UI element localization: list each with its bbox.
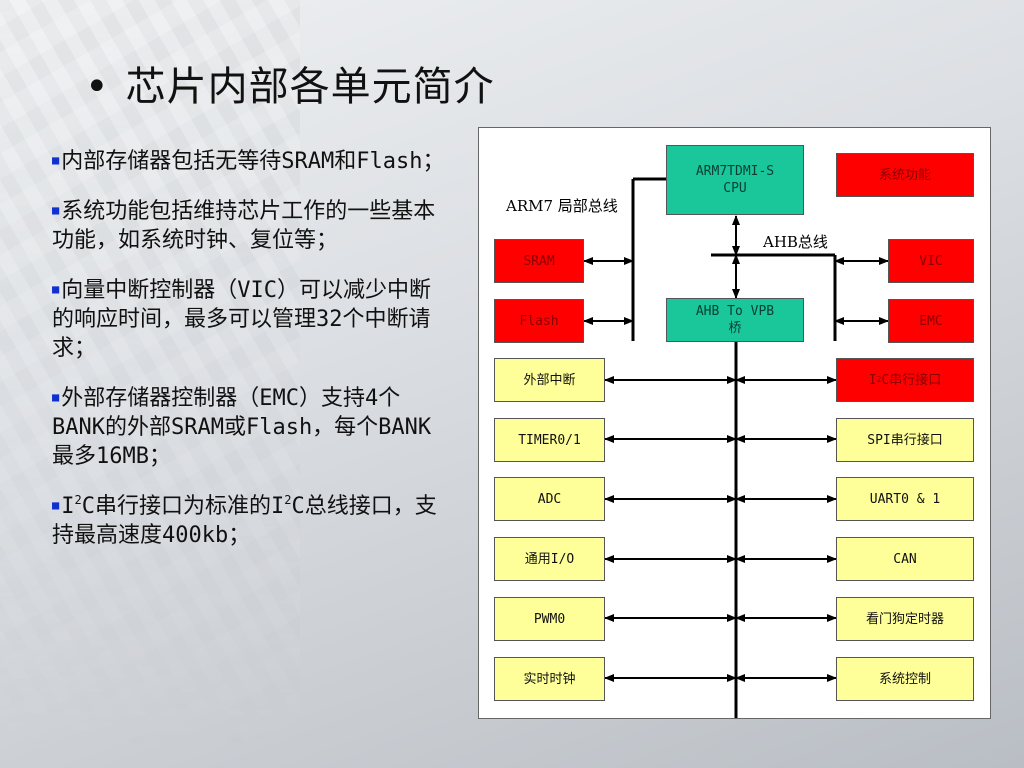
system-functions-block: 系统功能 <box>836 153 974 197</box>
ahb-vpb-bridge-block: AHB To VPB 桥 <box>666 298 804 342</box>
bullet-list: ■内部存储器包括无等待SRAM和Flash； ■系统功能包括维持芯片工作的一些基… <box>52 146 447 570</box>
bullet-text: 内部存储器包括无等待SRAM和Flash； <box>61 149 445 174</box>
bullet-square-icon: ■ <box>52 203 60 217</box>
title-bullet: • <box>85 64 110 110</box>
cpu-block: ARM7TDMI-S CPU <box>666 145 804 215</box>
superscript: 2 <box>74 493 82 507</box>
title-text: 芯片内部各单元简介 <box>125 64 495 110</box>
cpu-line2: CPU <box>723 181 747 196</box>
bullet-square-icon: ■ <box>52 390 60 404</box>
diagram-connectors <box>583 177 889 718</box>
emc-block: EMC <box>888 299 974 343</box>
vic-block: VIC <box>888 239 974 283</box>
sram-block: SRAM <box>494 239 584 283</box>
bullet-text: 外部存储器控制器（EMC）支持4个BANK的外部SRAM或Flash，每个BAN… <box>52 386 432 469</box>
peripheral-block-right: 看门狗定时器 <box>836 597 974 641</box>
bridge-line1: AHB To VPB <box>695 304 775 319</box>
peripheral-block-left: 通用I/O <box>494 537 605 581</box>
bullet-text: 系统功能包括维持芯片工作的一些基本功能，如系统时钟、复位等； <box>52 199 436 253</box>
peripheral-block-right: SPI串行接口 <box>836 418 974 462</box>
superscript: 2 <box>284 493 292 507</box>
peripheral-block-right: UART0 & 1 <box>836 477 974 521</box>
background-pattern <box>0 0 300 768</box>
bullet-text-part: C串行接口为标准的I <box>81 494 285 519</box>
local-bus-label: ARM7 局部总线 <box>506 197 618 215</box>
slide-title: • 芯片内部各单元简介 <box>85 54 495 112</box>
bridge-line2: 桥 <box>728 321 742 336</box>
cpu-line1: ARM7TDMI-S <box>695 164 775 179</box>
bullet-item: ■向量中断控制器（VIC）可以减少中断的响应时间，最多可以管理32个中断请求； <box>52 275 447 363</box>
peripheral-block-left: 实时时钟 <box>494 657 605 701</box>
bullet-square-icon: ■ <box>52 282 60 296</box>
bullet-text: 向量中断控制器（VIC）可以减少中断的响应时间，最多可以管理32个中断请求； <box>52 278 431 361</box>
peripheral-block-left: TIMER0/1 <box>494 418 605 462</box>
bullet-item: ■I2C串行接口为标准的I2C总线接口，支持最高速度400kb； <box>52 491 447 550</box>
bullet-square-icon: ■ <box>52 153 60 167</box>
block-diagram: ARM7 局部总线 AHB总线 ARM7TDMI-S CPU AHB To VP… <box>478 127 991 719</box>
peripheral-block-right: CAN <box>836 537 974 581</box>
bullet-square-icon: ■ <box>52 498 60 512</box>
flash-block: Flash <box>494 299 584 343</box>
i2c-pre: I <box>868 372 877 388</box>
bullet-text-part: C总线接口，支持最高速度400kb； <box>52 494 437 548</box>
ahb-bus-label: AHB总线 <box>763 233 828 251</box>
bullet-item: ■内部存储器包括无等待SRAM和Flash； <box>52 146 447 176</box>
bullet-item: ■外部存储器控制器（EMC）支持4个BANK的外部SRAM或Flash，每个BA… <box>52 383 447 471</box>
bullet-text-part: I <box>61 494 75 519</box>
bullet-item: ■系统功能包括维持芯片工作的一些基本功能，如系统时钟、复位等； <box>52 196 447 255</box>
peripheral-block-right: 系统控制 <box>836 657 974 701</box>
peripheral-block-left: PWM0 <box>494 597 605 641</box>
peripheral-block-left: ADC <box>494 477 605 521</box>
peripheral-block-left: 外部中断 <box>494 358 605 402</box>
i2c-post: C串行接口 <box>881 372 942 388</box>
